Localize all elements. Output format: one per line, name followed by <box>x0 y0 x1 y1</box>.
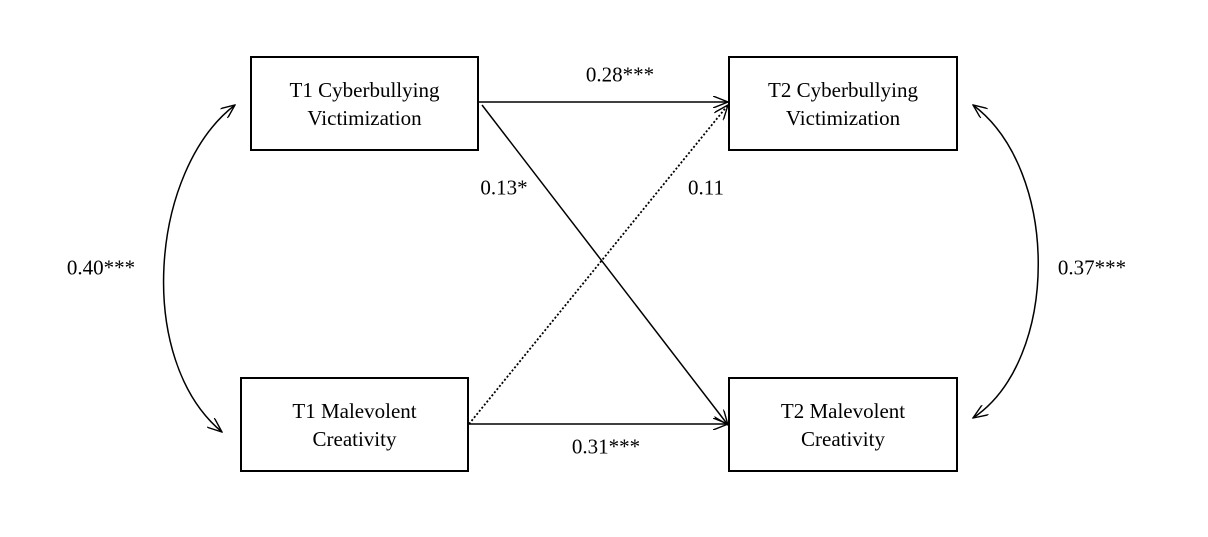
node-label-line1: T1 Malevolent <box>292 398 417 423</box>
coef-t1mc-t2mc: 0.31*** <box>571 434 641 459</box>
arrow-t1cv-t2mc <box>481 104 728 425</box>
node-t2-cyberbullying-victimization: T2 Cyberbullying Victimization <box>728 56 958 151</box>
arrow-t1mc-t2cv <box>468 105 728 425</box>
node-label-line1: T1 Cyberbullying <box>289 77 440 102</box>
node-t1-malevolent-creativity: T1 Malevolent Creativity <box>240 377 469 472</box>
node-label-line1: T2 Malevolent <box>780 398 906 423</box>
coef-t1cv-t2mc: 0.13* <box>480 175 528 200</box>
node-label-line1: T2 Cyberbullying <box>768 77 918 102</box>
coef-t1-covariance: 0.40*** <box>66 255 136 280</box>
node-label-line2: Creativity <box>312 426 397 451</box>
covariance-t2 <box>973 105 1039 418</box>
coef-t1cv-t2cv: 0.28*** <box>585 62 655 87</box>
coef-t1mc-t2cv: 0.11 <box>688 175 724 200</box>
coef-t2-covariance: 0.37*** <box>1057 255 1127 280</box>
node-label-line2: Creativity <box>801 426 885 451</box>
node-label-line2: Victimization <box>307 105 422 130</box>
node-label-line2: Victimization <box>785 105 901 130</box>
node-t2-malevolent-creativity: T2 Malevolent Creativity <box>728 377 958 472</box>
node-t1-cyberbullying-victimization: T1 Cyberbullying Victimization <box>250 56 479 151</box>
covariance-t1 <box>162 105 235 432</box>
